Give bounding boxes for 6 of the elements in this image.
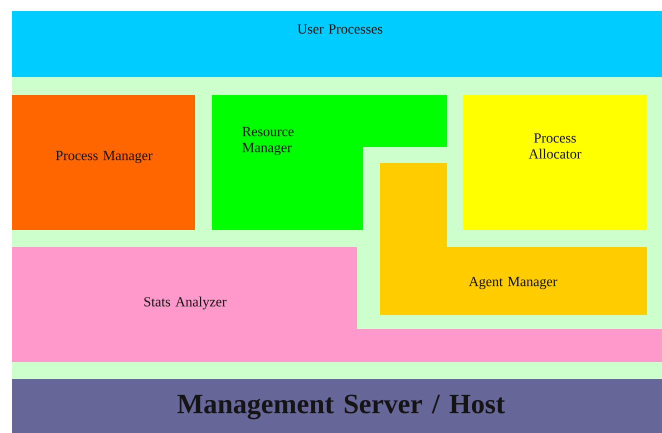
layer-band: User Processes: [12, 11, 662, 77]
component-box: Process Manager: [12, 95, 195, 230]
component-box: Process Allocator: [463, 95, 647, 230]
l-shaped-block: Agent Manager: [380, 163, 647, 315]
l-shaped-block: Resource Manager: [212, 95, 447, 230]
layer-band: Management Server / Host: [12, 379, 662, 433]
